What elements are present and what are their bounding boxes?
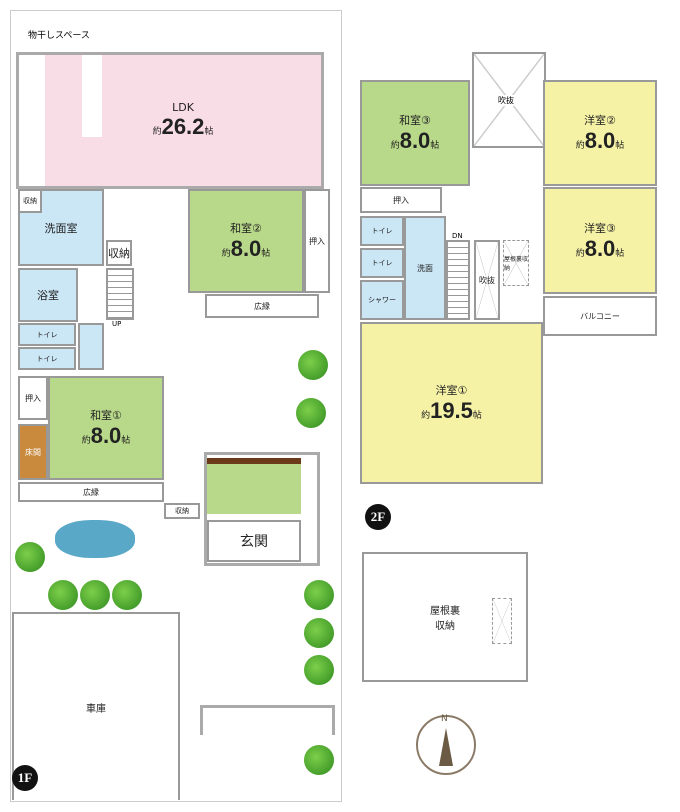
- attic-storage-small: 屋根裏収納: [503, 240, 529, 286]
- room-washitsu-1: 和室① 約8.0帖: [48, 376, 164, 480]
- tree: [304, 618, 334, 648]
- tree: [296, 398, 326, 428]
- room-storage: 収納: [106, 240, 132, 266]
- stairs-up-label: UP: [112, 320, 122, 328]
- room-washbasin-1f: [78, 323, 104, 370]
- ldk-name: LDK: [172, 101, 194, 114]
- room-washbasin-2f: 洗面: [404, 216, 446, 320]
- tree: [298, 350, 328, 380]
- void-top-label: 吹抜: [498, 95, 514, 106]
- tree: [304, 745, 334, 775]
- washitsu-2-size: 約8.0帖: [221, 236, 271, 261]
- stairs-2f: [446, 240, 470, 320]
- tree: [15, 542, 45, 572]
- room-toilet-2f-1: トイレ: [360, 216, 404, 246]
- tree: [48, 580, 78, 610]
- garden-wall: [200, 705, 335, 735]
- room-shower: シャワー: [360, 280, 404, 320]
- stairs-down-label: DN: [452, 232, 463, 240]
- room-youshitsu-3: 洋室③ 約8.0帖: [543, 187, 657, 294]
- room-oshiire-1: 押入: [18, 376, 48, 420]
- room-toilet-1: トイレ: [18, 323, 76, 346]
- room-entrance: 玄関: [207, 520, 301, 562]
- room-garage: 車庫: [12, 612, 180, 800]
- youshitsu-3-size: 約8.0帖: [575, 235, 625, 261]
- tree: [304, 580, 334, 610]
- room-engawa-1: 広縁: [18, 482, 164, 502]
- entrance-walls: [204, 452, 320, 566]
- washitsu-1-size: 約8.0帖: [81, 423, 131, 448]
- room-attic: 屋根裏 収納: [362, 552, 528, 682]
- washitsu-3-name: 和室③: [399, 114, 431, 127]
- room-washitsu-2: 和室② 約8.0帖: [188, 189, 304, 293]
- ldk-walls: [16, 52, 324, 189]
- washitsu-2-name: 和室②: [230, 222, 262, 235]
- floor-1f-badge: 1F: [12, 765, 38, 791]
- void-mid: 吹抜: [474, 240, 500, 320]
- tree: [112, 580, 142, 610]
- youshitsu-1-name: 洋室①: [435, 384, 468, 397]
- room-oshiire-2: 押入: [304, 189, 330, 293]
- room-toilet-2f-2: トイレ: [360, 248, 404, 278]
- youshitsu-3-name: 洋室③: [584, 221, 616, 235]
- pond: [55, 520, 135, 558]
- room-storage-small: 収納: [18, 189, 42, 213]
- room-youshitsu-1: 洋室① 約19.5帖: [360, 322, 543, 484]
- room-washitsu-3: 和室③ 約8.0帖: [360, 80, 470, 186]
- compass-north-label: N: [441, 714, 448, 724]
- tree: [80, 580, 110, 610]
- floor-2f-badge: 2F: [365, 504, 391, 530]
- ldk-size: 約26.2帖: [152, 114, 214, 139]
- drying-space-label: 物干しスペース: [28, 31, 90, 41]
- youshitsu-1-size: 約19.5帖: [421, 398, 482, 423]
- room-toilet-2: トイレ: [18, 347, 76, 370]
- room-bath: 浴室: [18, 268, 78, 322]
- room-oshiire-2f: 押入: [360, 187, 442, 213]
- room-tokonoma: 床間: [18, 424, 48, 480]
- site-boundary-1f: [10, 10, 342, 802]
- tree: [304, 655, 334, 685]
- attic-label-2: 収納: [435, 621, 455, 632]
- entrance-tatami: [207, 458, 301, 514]
- room-storage-entry: 収納: [164, 503, 200, 519]
- kitchen-counter: [82, 55, 102, 137]
- compass-icon: [416, 715, 476, 775]
- washitsu-3-size: 約8.0帖: [390, 128, 440, 153]
- room-youshitsu-2: 洋室② 約8.0帖: [543, 80, 657, 186]
- washitsu-1-name: 和室①: [90, 409, 122, 422]
- stairs-1f: [106, 268, 134, 320]
- youshitsu-2-size: 約8.0帖: [575, 128, 625, 153]
- room-engawa-2: 広縁: [205, 294, 319, 318]
- attic-hatch: [492, 598, 512, 644]
- compass-arrow-icon: [439, 728, 453, 766]
- youshitsu-2-name: 洋室②: [584, 114, 616, 127]
- attic-label-1: 屋根裏: [430, 606, 460, 617]
- room-balcony: バルコニー: [543, 296, 657, 336]
